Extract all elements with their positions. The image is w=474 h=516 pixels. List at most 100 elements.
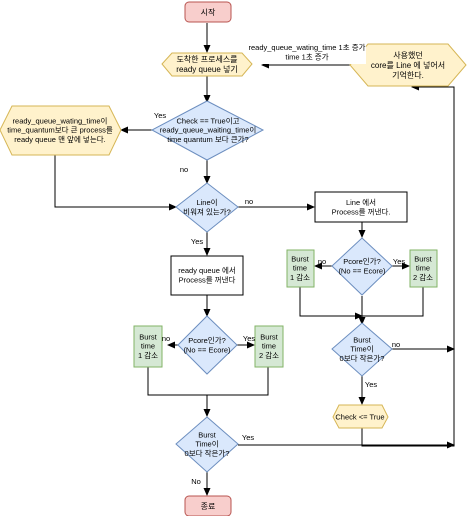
check-true-hexagon: Check <= True: [332, 404, 389, 429]
text-line: time 1초 증가: [285, 52, 328, 61]
yes-label-check: Yes: [154, 111, 166, 120]
text-line: ready_queue_wating_time이: [13, 115, 108, 125]
text-line: core를 Line 에 넣어서: [371, 60, 445, 70]
no-label-burst-right: no: [392, 340, 400, 349]
yes-label-burst-left: Yes: [242, 433, 254, 442]
node-text: Pcore인가?(No == Ecore): [183, 335, 231, 354]
text-line: Process를 꺼낸다: [179, 275, 236, 284]
text-line: 0보다 작은가?: [340, 353, 385, 363]
end-terminal: 종료: [184, 495, 232, 516]
text-line: Burst: [139, 332, 157, 341]
text-line: 비워져 있는가?: [183, 207, 231, 216]
pcore-right-diamond: Pcore인가?(No == Ecore): [331, 237, 393, 296]
no-label-burst-left: No: [191, 477, 201, 486]
edge-left-bursts-merge-b: [207, 367, 269, 396]
node-text: 종료: [201, 502, 216, 511]
text-line: Line 에서: [346, 198, 376, 207]
text-line: ready_queue_wating_time 1초 증가: [248, 43, 365, 52]
edge-insert-to-line: [54, 155, 177, 211]
text-line: time: [416, 264, 430, 273]
text-line: ready_queue_waiting_time이: [160, 125, 257, 135]
text-line: Burst: [353, 335, 371, 344]
text-line: Process를 꺼낸다.: [332, 207, 391, 216]
text-line: (No == Ecore): [338, 266, 386, 275]
no-label-line: no: [245, 197, 253, 206]
text-line: Time이: [195, 439, 218, 449]
yes-label-pcore-left: Yes: [243, 334, 255, 343]
yes-label-burst-right: Yes: [365, 380, 377, 389]
text-line: 종료: [201, 502, 216, 511]
text-line: (No == Ecore): [183, 345, 231, 354]
text-line: 2 감소: [259, 350, 279, 360]
text-line: time: [141, 342, 155, 351]
text-line: Burst: [260, 332, 278, 341]
text-line: Check == True이고: [177, 115, 240, 125]
text-line: Time이: [350, 344, 373, 354]
start-terminal: 시작: [184, 1, 232, 23]
node-text: Pcore인가?(No == Ecore): [338, 256, 386, 275]
text-line: time: [262, 342, 276, 351]
text-line: ready queue 맨 앞에 넣는다.: [14, 135, 105, 144]
text-line: ready queue 에서: [178, 266, 236, 275]
edge-right-bursts-merge: [299, 287, 363, 320]
yes-label-line: Yes: [191, 237, 203, 246]
edge-left-bursts-merge: [147, 367, 207, 396]
text-line: Check <= True: [335, 413, 384, 422]
text-line: Burst: [198, 430, 216, 439]
edge-right-bursts-merge-b: [362, 287, 424, 317]
text-line: 도착한 프로세스를: [176, 55, 237, 64]
pcore-left-diamond: Pcore인가?(No == Ecore): [177, 315, 238, 375]
text-line: ready queue 넣기: [176, 65, 237, 74]
text-line: time: [293, 264, 307, 273]
yes-label-pcore-right: Yes: [393, 257, 405, 266]
text-line: Burst: [414, 254, 432, 263]
no-label-check: no: [180, 165, 188, 174]
no-label-pcore-right: no: [318, 257, 326, 266]
node-text: 시작: [201, 7, 216, 17]
text-line: 0보다 작은가?: [185, 448, 230, 458]
text-line: Pcore인가?: [343, 256, 381, 266]
no-label-pcore-left: no: [162, 334, 170, 343]
text-line: 2 감소: [413, 272, 433, 282]
node-text: Check <= True: [335, 413, 384, 422]
edges: [54, 23, 455, 496]
text-line: 1 감소: [290, 272, 310, 282]
text-line: Burst: [291, 254, 309, 263]
text-line: time quantum 보다 큰가?: [167, 135, 248, 144]
text-line: 사용했던: [393, 50, 422, 60]
text-line: 시작: [201, 7, 216, 17]
text-line: Line이: [196, 197, 217, 207]
text-line: 기억한다.: [392, 70, 424, 80]
text-line: 1 감소: [138, 350, 158, 360]
text-line: time_quantum보다 큰 process를: [7, 126, 113, 135]
